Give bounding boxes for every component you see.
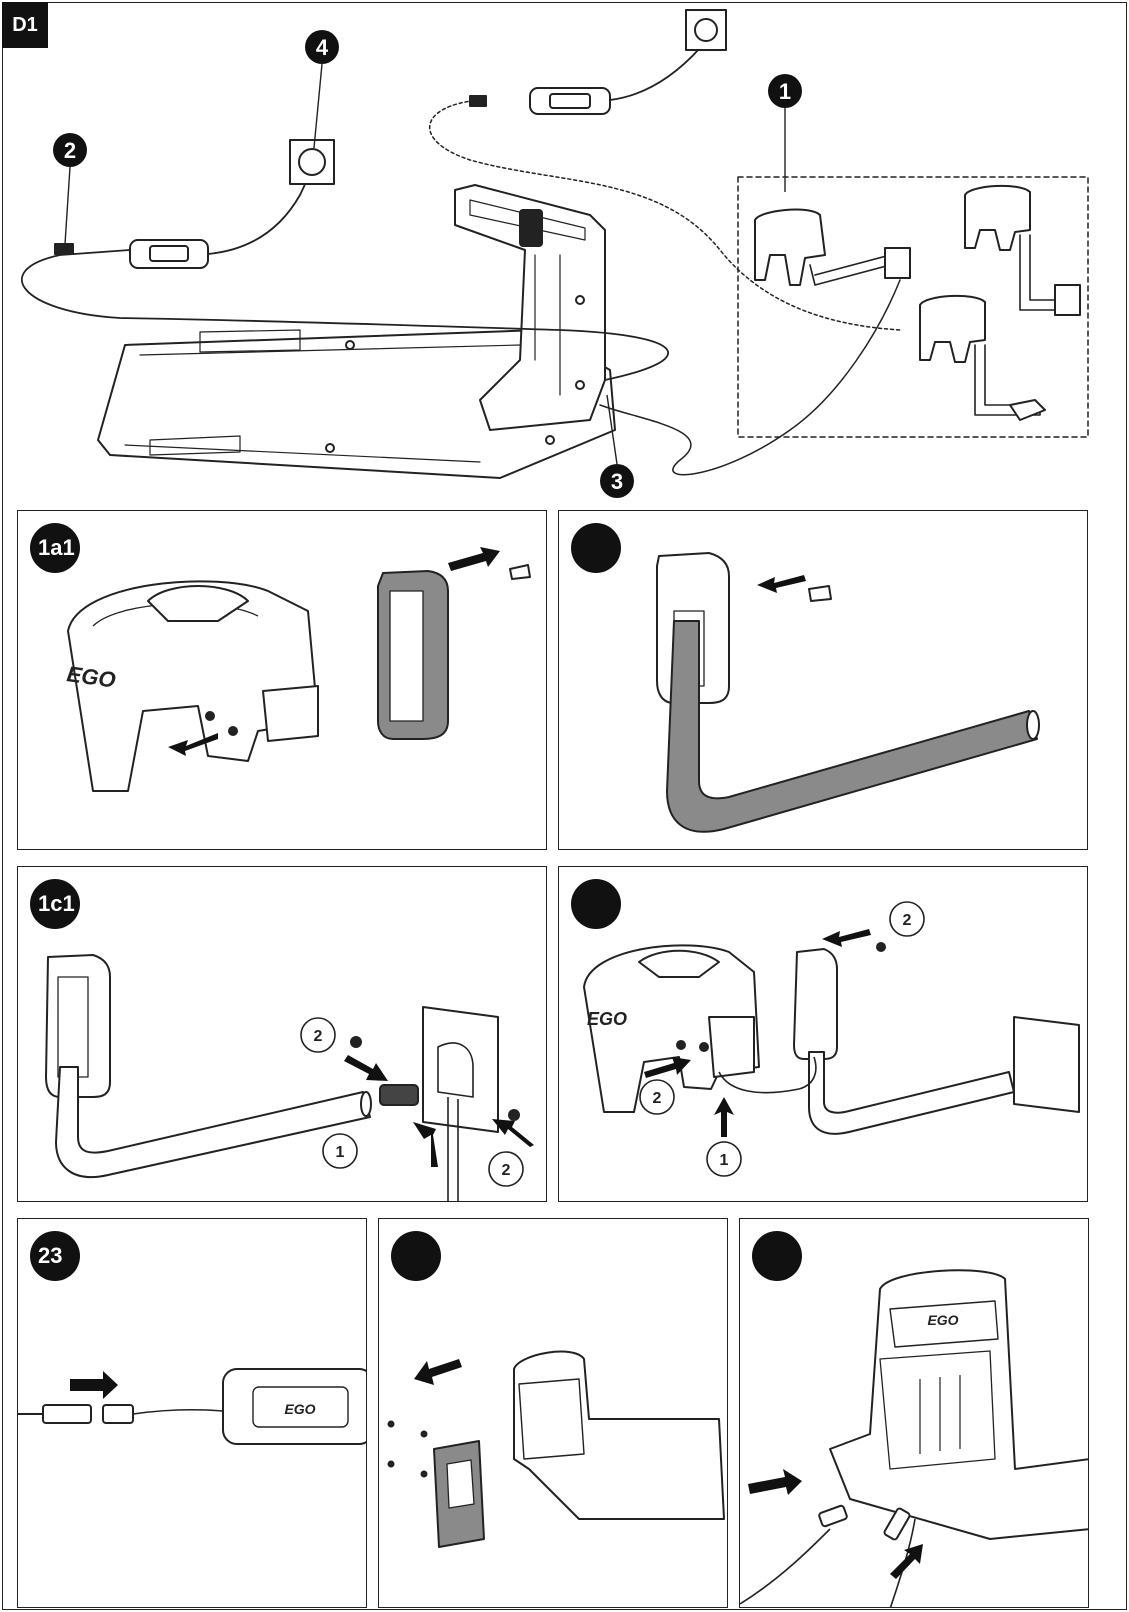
svg-text:EGO: EGO (65, 661, 117, 693)
mounting-arm (666, 620, 1038, 833)
sub-step-1: 1 (706, 1141, 742, 1177)
arrow-left-icon (822, 929, 871, 947)
panel-1d-drawing: EGO 1 2 2 (583, 901, 1080, 1177)
panel-cable-connect: EGO (739, 1218, 1089, 1608)
step-badge-1b (571, 523, 621, 573)
panel-23: EGO 23 (17, 1218, 367, 1608)
sub-step-2b: 2 (488, 1151, 524, 1187)
step-badge-1c1: 1c1 (30, 879, 80, 929)
panel-1c1: 1 2 2 1c1 (17, 866, 547, 1202)
callout-4: 4 (305, 30, 339, 149)
svg-text:EGO: EGO (927, 1312, 958, 1328)
svg-text:1: 1 (779, 79, 791, 104)
step-badge-cover-removal (391, 1231, 441, 1281)
panel-1b-drawing (656, 552, 1040, 833)
arrow-right-icon (644, 1057, 691, 1078)
panel-1b (558, 510, 1088, 850)
plug-right (883, 1507, 911, 1541)
panel-1a1: EGO 1a1 (17, 510, 547, 850)
arrow-left-icon (757, 575, 806, 593)
arrow-right-icon (70, 1371, 118, 1399)
panel-cable-connect-drawing: EGO (740, 1269, 1088, 1607)
sub-step-2b: 2 (889, 901, 925, 937)
cable-plug-left (42, 1404, 92, 1424)
mounting-arm (55, 1066, 371, 1179)
callout-1: 1 (768, 74, 802, 192)
power-cable-left (21, 249, 670, 381)
wall-plate (1013, 1016, 1080, 1113)
svg-text:2: 2 (653, 1090, 662, 1107)
power-adapter-top (529, 87, 611, 115)
sub-step-1: 1 (322, 1133, 358, 1169)
svg-text:EGO: EGO (284, 1401, 315, 1417)
overview-scene: 1 2 3 4 (21, 9, 1089, 498)
cable-plug-right (102, 1404, 134, 1424)
mounting-arm (808, 1051, 1015, 1135)
panel-23-drawing: EGO (18, 1368, 366, 1445)
arrow-right-icon (344, 1055, 388, 1081)
plug-left (818, 1504, 848, 1528)
panel-1a1-drawing: EGO (65, 547, 531, 792)
mounting-options-box (737, 176, 1089, 438)
arrow-up-icon (413, 1122, 438, 1167)
svg-text:1: 1 (720, 1152, 729, 1169)
back-plate (793, 948, 838, 1060)
svg-text:3: 3 (611, 469, 623, 494)
svg-text:2: 2 (64, 138, 76, 163)
arrow-up-icon (890, 1544, 923, 1579)
panel-cover-removal-drawing (387, 1350, 725, 1548)
arrow-right-icon (448, 547, 500, 571)
arrow-left-icon (414, 1359, 462, 1385)
arrow-left-icon (492, 1119, 534, 1147)
arrow-left-icon (168, 733, 218, 756)
svg-text:2: 2 (903, 912, 912, 929)
svg-text:EGO: EGO (587, 1009, 627, 1029)
panel-cover-removal (378, 1218, 728, 1608)
sheet-label: D1 (2, 2, 48, 48)
low-voltage-cable (428, 99, 901, 331)
callout-2: 2 (53, 133, 87, 245)
charging-station-tower (454, 184, 606, 431)
step-badge-23: 23 (30, 1231, 80, 1281)
arrow-right-icon (748, 1469, 802, 1495)
sub-step-2a: 2 (300, 1017, 336, 1053)
step-badge-cable-connect (752, 1231, 802, 1281)
svg-text:2: 2 (314, 1028, 323, 1045)
wall-outlet-left (289, 139, 335, 185)
svg-text:1: 1 (336, 1144, 345, 1161)
svg-text:2: 2 (502, 1162, 511, 1179)
wall-outlet-top (685, 9, 727, 51)
step-badge-1a1: 1a1 (30, 523, 80, 573)
callout-3: 3 (600, 394, 634, 498)
power-adapter-left (129, 239, 209, 269)
arrow-up-icon (714, 1097, 734, 1137)
sub-step-2a: 2 (639, 1079, 675, 1115)
step-badge-1d (571, 879, 621, 929)
panel-1d: EGO 1 2 2 (558, 866, 1088, 1202)
svg-text:4: 4 (316, 35, 329, 60)
panel-1c1-drawing: 1 2 2 (45, 954, 534, 1201)
back-plate (45, 954, 111, 1098)
